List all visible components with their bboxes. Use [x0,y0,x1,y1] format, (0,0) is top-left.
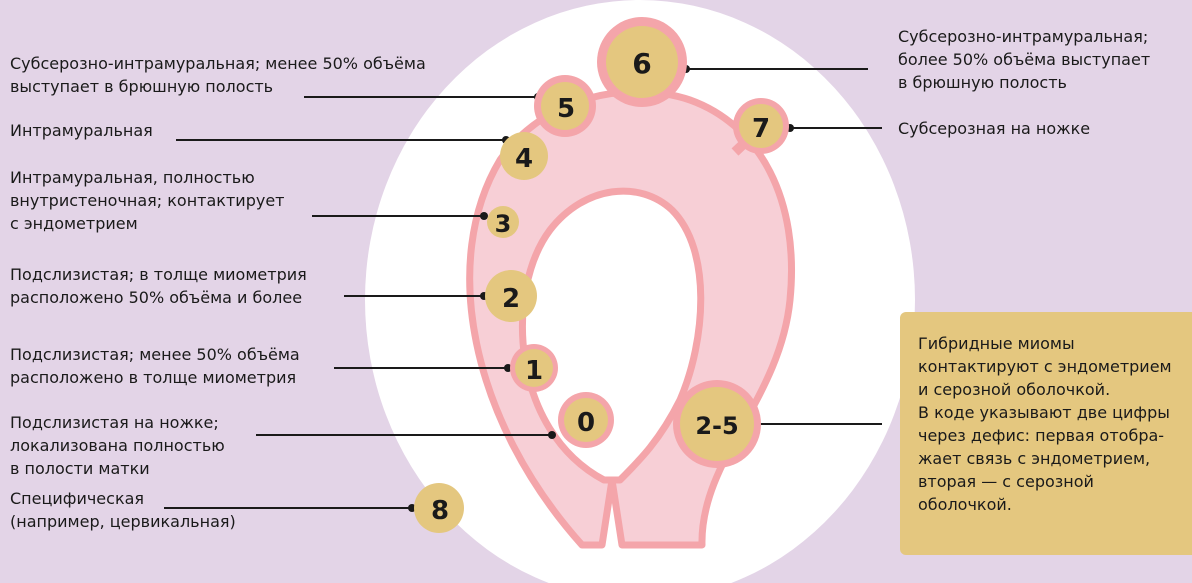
fibroid-2-5: 2-5 [673,380,761,468]
fibroid-4: 4 [500,132,548,180]
fibroid-6: 6 [597,17,687,107]
fibroid-2-label: 2 [502,284,520,314]
fibroid-0: 0 [558,392,614,448]
fibroid-0-label: 0 [577,408,595,438]
fibroid-1-label: 1 [525,356,543,386]
label-type-5: Субсерозно-интрамуральная; менее 50% объ… [10,52,426,98]
fibroid-2-5-label: 2-5 [695,412,738,440]
label-type-8: Специфическая (например, цервикальная) [10,487,236,533]
label-type-1: Подслизистая; менее 50% объёма расположе… [10,343,300,389]
fibroid-1: 1 [510,344,558,392]
hybrid-note: Гибридные миомы контактируют с эндометри… [900,312,1192,555]
fibroid-7: 7 [733,98,789,154]
fibroid-4-label: 4 [515,144,533,174]
fibroid-8-label: 8 [431,496,449,526]
label-type-6: Субсерозно-интрамуральная; более 50% объ… [898,25,1150,94]
fibroid-8: 8 [414,483,464,533]
fibroid-6-label: 6 [632,47,651,80]
label-type-3: Интрамуральная, полностью внутристеночна… [10,166,284,235]
fibroid-2: 2 [485,270,537,322]
fibroid-3: 3 [487,206,519,238]
label-type-7: Субсерозная на ножке [898,117,1090,140]
label-type-2: Подслизистая; в толще миометрия располож… [10,263,307,309]
fibroid-3-label: 3 [495,210,512,238]
fibroid-5-label: 5 [557,94,575,124]
fibroid-5: 5 [534,75,596,137]
label-type-4: Интрамуральная [10,119,153,142]
label-type-0: Подслизистая на ножке; локализована полн… [10,411,225,480]
fibroid-7-label: 7 [752,114,770,144]
